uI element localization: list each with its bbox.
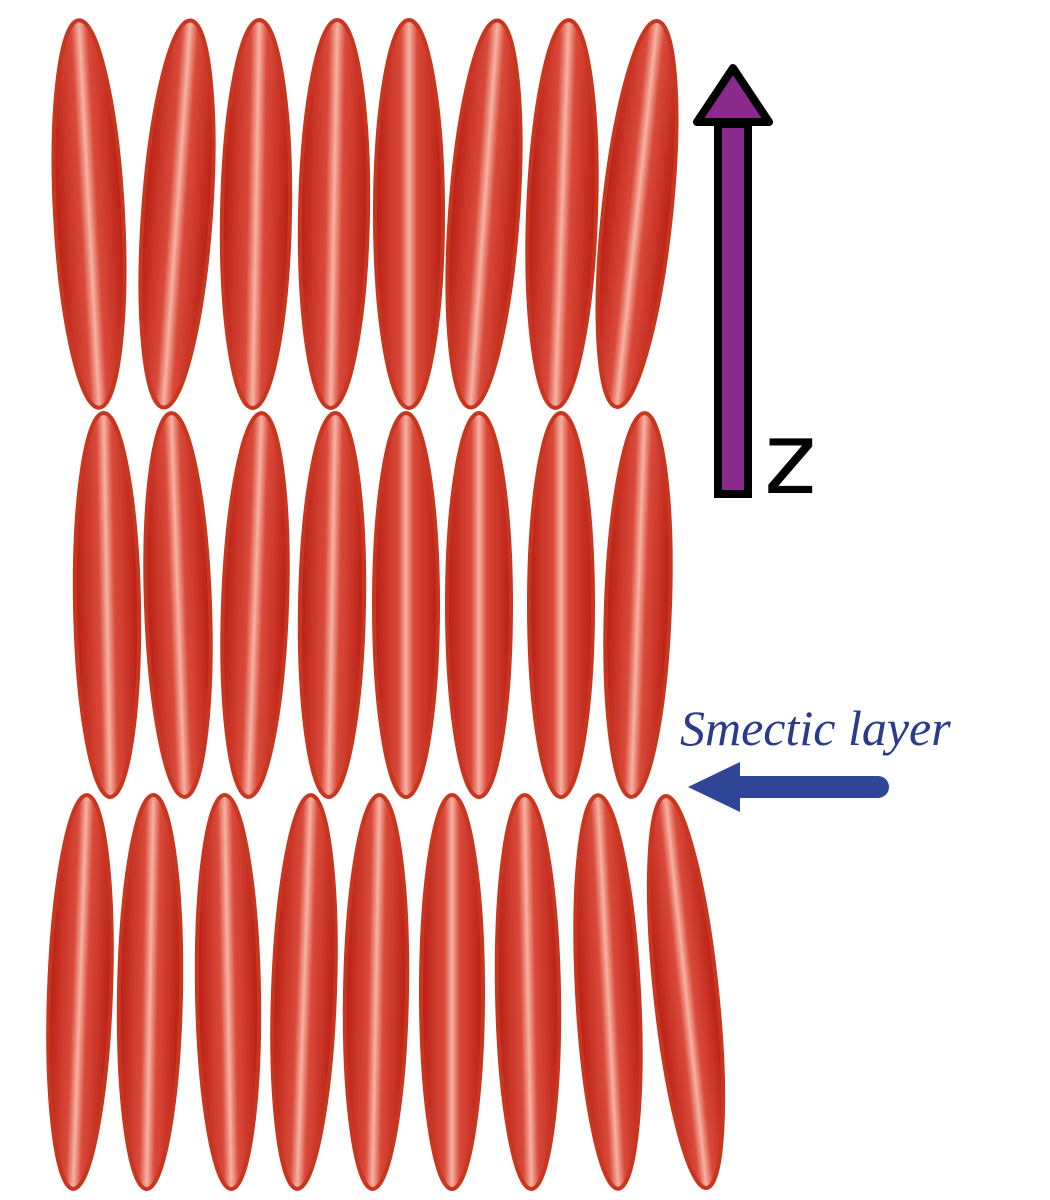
molecule-top-layer-6	[445, 18, 523, 410]
z-axis-shaft	[714, 120, 752, 498]
smectic-layer-arrow	[688, 762, 889, 812]
molecule-top-layer-3	[219, 18, 293, 410]
molecule-bottom-layer-1	[46, 793, 114, 1191]
molecule-bottom-layer-7	[494, 793, 562, 1191]
molecule-top-layer-1	[51, 18, 127, 410]
molecule-middle-layer-4	[297, 411, 367, 799]
molecule-top-layer-4	[297, 18, 371, 410]
molecule-bottom-layer-4	[270, 793, 338, 1191]
molecule-top-layer-7	[525, 18, 599, 410]
molecule-bottom-layer-5	[342, 793, 410, 1191]
molecule-middle-layer-1	[72, 411, 142, 799]
molecule-bottom-layer-8	[573, 793, 643, 1191]
molecule-middle-layer-2	[143, 411, 213, 799]
molecule-bottom-layer-9	[646, 794, 726, 1190]
molecule-middle-layer-8	[603, 411, 673, 799]
molecule-top-layer-8	[595, 19, 679, 409]
z-axis-arrowhead	[693, 64, 773, 126]
molecule-middle-layer-5	[372, 411, 440, 799]
molecule-top-layer-5	[373, 18, 445, 410]
molecule-top-layer-2	[138, 18, 216, 410]
molecule-bottom-layer-3	[194, 793, 262, 1191]
molecule-bottom-layer-6	[419, 793, 485, 1191]
molecule-middle-layer-6	[445, 411, 513, 799]
molecule-grid	[46, 18, 726, 1191]
z-axis-label: z	[764, 400, 817, 517]
molecule-middle-layer-3	[220, 411, 290, 799]
molecule-middle-layer-7	[527, 411, 595, 799]
z-axis-arrow	[693, 64, 773, 498]
smectic-layer-label: Smectic layer	[680, 700, 951, 756]
molecule-bottom-layer-2	[116, 793, 184, 1191]
